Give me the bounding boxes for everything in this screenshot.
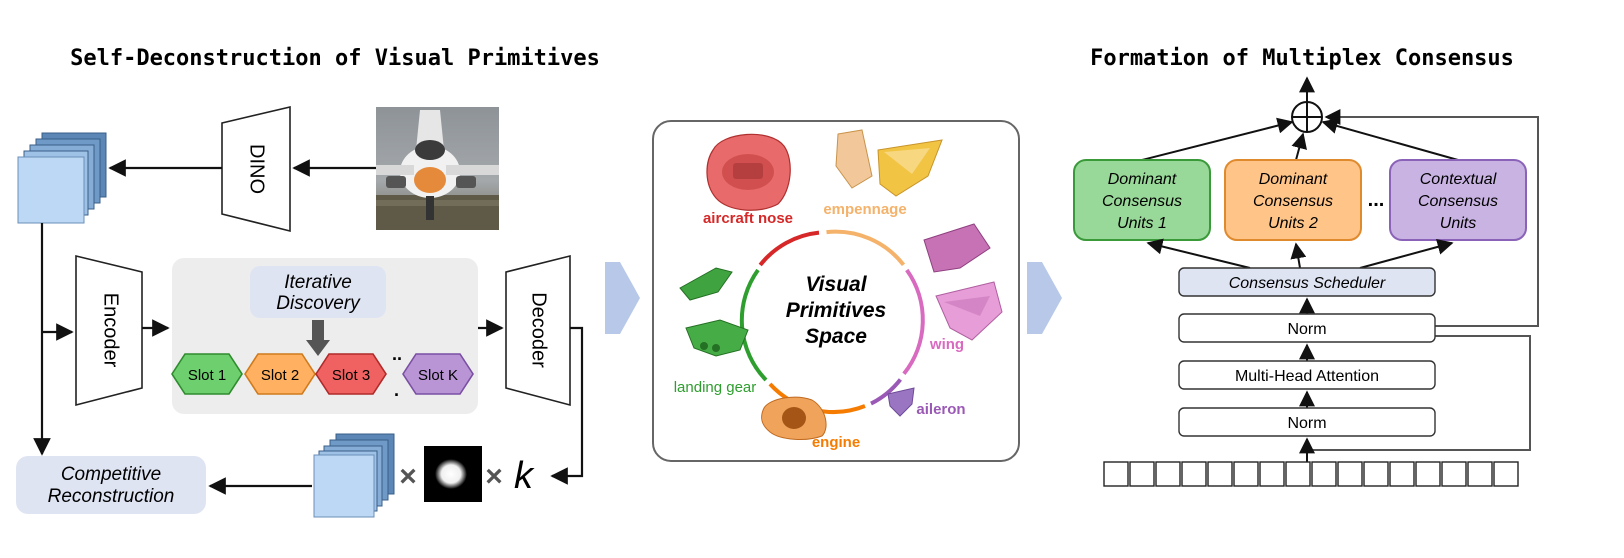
token-6 <box>1233 461 1259 487</box>
primitive-wing-shape <box>923 223 1003 341</box>
competitive-reconstruction-line2: Reconstruction <box>48 486 175 507</box>
arrow-scheduler-to-unit2 <box>1290 242 1307 269</box>
primitive-label-engine: engine <box>812 434 860 451</box>
token-10 <box>1337 461 1363 487</box>
slot-2: Slot 2 <box>244 353 316 395</box>
decoder-label: Decoder <box>528 292 550 368</box>
primitive-aircraft-nose-shape <box>706 133 791 211</box>
primitive-landing-gear-shape <box>679 267 749 357</box>
attention-label: Multi-Head Attention <box>1235 368 1379 385</box>
slot-2-label: Slot 2 <box>261 367 299 384</box>
slot-3-label: Slot 3 <box>332 367 370 384</box>
right-panel-title: Formation of Multiplex Consensus <box>1090 46 1514 71</box>
token-11 <box>1363 461 1389 487</box>
times-symbol-2: × <box>485 460 503 493</box>
consensus-scheduler-box <box>1178 267 1436 297</box>
arrow-unit1-to-plus <box>1141 117 1294 161</box>
feature-stack-bottom <box>313 433 395 518</box>
unit-3-line2: Consensus <box>1418 193 1498 210</box>
arrow-scheduler-to-unit3 <box>1359 239 1454 269</box>
consensus-unit-3: Contextual Consensus Units <box>1389 159 1527 241</box>
unit-3-line1: Contextual <box>1420 171 1497 188</box>
encoder-label: Encoder <box>100 293 122 368</box>
consensus-unit-2: Dominant Consensus Units 2 <box>1224 159 1362 241</box>
token-7 <box>1259 461 1285 487</box>
token-1 <box>1103 461 1129 487</box>
unit-2-line3: Units 2 <box>1268 215 1318 232</box>
arrow-unit3-to-plus <box>1321 118 1459 161</box>
feature-stack-top <box>17 132 107 224</box>
unit-1-line2: Consensus <box>1102 193 1182 210</box>
token-5 <box>1207 461 1233 487</box>
iterative-discovery-box <box>250 266 386 318</box>
skip-connection-bottom <box>1307 335 1531 451</box>
token-2 <box>1129 461 1155 487</box>
consensus-scheduler-label: Consensus Scheduler <box>1229 275 1386 292</box>
primitive-engine-shape <box>761 396 827 440</box>
aggregation-plus-icon <box>1291 101 1323 133</box>
norm-top-label: Norm <box>1287 321 1326 338</box>
norm-bottom-label: Norm <box>1287 415 1326 432</box>
primitive-label-empennage: empennage <box>823 201 906 218</box>
token-9 <box>1311 461 1337 487</box>
token-15 <box>1467 461 1493 487</box>
mask-image <box>424 446 482 502</box>
token-16 <box>1493 461 1519 487</box>
primitive-aileron-shape <box>887 387 915 417</box>
k-symbol: k <box>514 455 535 497</box>
primitive-empennage-shape <box>835 129 943 197</box>
left-panel-title: Self-Deconstruction of Visual Primitives <box>70 46 600 71</box>
norm-top-box <box>1178 313 1436 343</box>
norm-bottom-box <box>1178 407 1436 437</box>
slots-group: Slot 1 Slot 2 Slot 3 .. . Slot K <box>171 344 474 400</box>
primitive-label-aileron: aileron <box>916 401 965 418</box>
slot-1-label: Slot 1 <box>188 367 226 384</box>
big-arrow-left <box>605 262 640 334</box>
arrow-unit2-to-plus <box>1291 132 1307 161</box>
arrow-scheduler-to-unit1 <box>1146 238 1251 269</box>
center-label-line3: Space <box>805 325 867 348</box>
token-12 <box>1389 461 1415 487</box>
iterative-discovery-line2: Discovery <box>276 293 361 314</box>
slots-ellipsis: .. <box>392 344 402 364</box>
token-3 <box>1155 461 1181 487</box>
slot-k-label: Slot K <box>418 367 458 384</box>
attention-box <box>1178 360 1436 390</box>
units-ellipsis: ... <box>1368 189 1385 211</box>
encoder-block: Encoder <box>75 254 143 407</box>
unit-1-line1: Dominant <box>1108 171 1177 188</box>
big-arrow-right <box>1027 262 1062 334</box>
iterative-discovery-line1: Iterative <box>284 272 352 293</box>
token-8 <box>1285 461 1311 487</box>
discovery-down-arrow <box>306 320 330 356</box>
center-label-line1: Visual <box>805 273 867 296</box>
primitive-label-wing: wing <box>929 336 964 353</box>
unit-2-line1: Dominant <box>1259 171 1328 188</box>
unit-3-line3: Units <box>1440 215 1476 232</box>
slot-k: Slot K <box>402 353 474 395</box>
unit-2-line2: Consensus <box>1253 193 1333 210</box>
unit-1-line3: Units 1 <box>1117 215 1167 232</box>
dino-label: DINO <box>246 144 268 194</box>
airplane-image <box>376 107 499 230</box>
dino-block: DINO <box>221 105 291 233</box>
competitive-reconstruction-box <box>16 456 206 514</box>
center-label-line2: Primitives <box>786 299 886 322</box>
consensus-unit-1: Dominant Consensus Units 1 <box>1073 159 1211 241</box>
token-4 <box>1181 461 1207 487</box>
skip-connection-top <box>1324 109 1539 327</box>
decoder-block: Decoder <box>505 254 571 407</box>
slot-1: Slot 1 <box>171 353 243 395</box>
times-symbol-1: × <box>399 460 417 493</box>
competitive-reconstruction-line1: Competitive <box>61 464 161 485</box>
primitive-label-landing-gear: landing gear <box>674 379 757 396</box>
slot-3: Slot 3 <box>315 353 387 395</box>
token-14 <box>1441 461 1467 487</box>
decoder-output-line <box>550 326 584 485</box>
token-13 <box>1415 461 1441 487</box>
token-row <box>1103 461 1519 487</box>
primitive-label-aircraft-nose: aircraft nose <box>703 210 793 227</box>
slots-ellipsis-dot: . <box>394 380 399 400</box>
